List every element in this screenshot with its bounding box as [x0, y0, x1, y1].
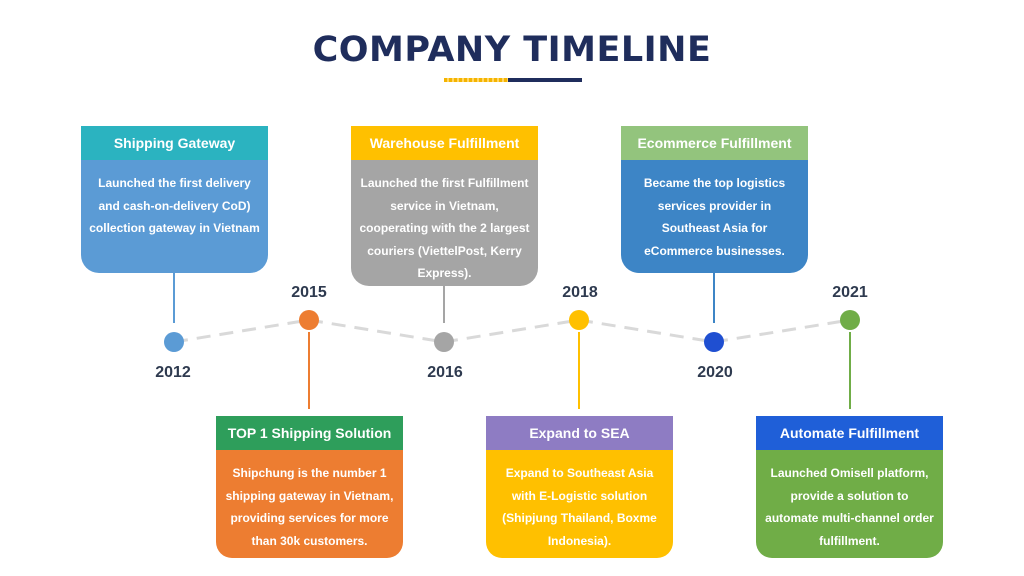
event-card-2020: Ecommerce Fulfillment Became the top log…	[621, 126, 808, 273]
event-card-2016: Warehouse Fulfillment Launched the first…	[351, 126, 538, 286]
event-card-header: Automate Fulfillment	[756, 416, 943, 450]
page-title: COMPANY TIMELINE	[312, 30, 712, 70]
timeline-dot-2021	[840, 310, 860, 330]
title-underline-accent	[444, 78, 508, 82]
timeline-dot-2015	[299, 310, 319, 330]
timeline-connector	[173, 318, 310, 344]
event-card-2012: Shipping Gateway Launched the first deli…	[81, 126, 268, 273]
event-card-description: Shipchung is the number 1 shipping gatew…	[216, 450, 403, 558]
timeline-connector	[308, 318, 445, 344]
event-card-header: TOP 1 Shipping Solution	[216, 416, 403, 450]
year-label-2015: 2015	[291, 284, 327, 301]
title-underline	[444, 78, 582, 82]
year-label-2021: 2021	[832, 284, 868, 301]
title-underline-bar	[508, 78, 582, 82]
event-card-description: Launched Omisell platform, provide a sol…	[756, 450, 943, 558]
event-card-description: Launched the first delivery and cash-on-…	[81, 160, 268, 273]
timeline-dot-2016	[434, 332, 454, 352]
event-card-header: Shipping Gateway	[81, 126, 268, 160]
event-card-header: Warehouse Fulfillment	[351, 126, 538, 160]
timeline-connector	[578, 318, 715, 344]
event-card-description: Launched the first Fulfillment service i…	[351, 160, 538, 286]
event-card-description: Expand to Southeast Asia with E-Logistic…	[486, 450, 673, 558]
year-label-2018: 2018	[562, 284, 598, 301]
timeline-connector	[443, 318, 580, 344]
event-card-2015: TOP 1 Shipping Solution Shipchung is the…	[216, 416, 403, 558]
event-card-2018: Expand to SEA Expand to Southeast Asia w…	[486, 416, 673, 558]
event-card-2021: Automate Fulfillment Launched Omisell pl…	[756, 416, 943, 558]
timeline-dot-2020	[704, 332, 724, 352]
year-label-2012: 2012	[155, 364, 191, 381]
year-label-2020: 2020	[697, 364, 733, 381]
event-card-header: Expand to SEA	[486, 416, 673, 450]
event-card-header: Ecommerce Fulfillment	[621, 126, 808, 160]
year-label-2016: 2016	[427, 364, 463, 381]
timeline-dot-2012	[164, 332, 184, 352]
event-card-description: Became the top logistics services provid…	[621, 160, 808, 273]
timeline-dot-2018	[569, 310, 589, 330]
timeline-connector	[713, 318, 851, 344]
